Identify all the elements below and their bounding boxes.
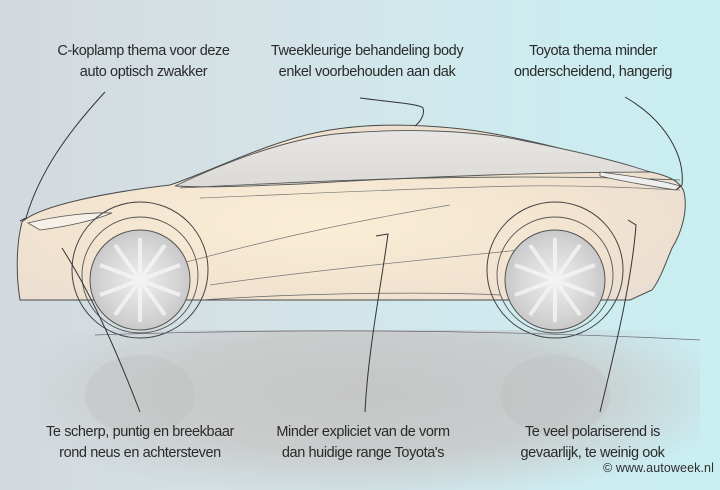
front-wheel bbox=[71, 201, 209, 339]
leader-top-middle bbox=[359, 97, 424, 127]
leader-top-right bbox=[624, 96, 683, 191]
annotation-sharp-nose: Te scherp, puntig en breekbaar rond neus… bbox=[40, 422, 240, 464]
car-shoulder-line bbox=[199, 185, 681, 199]
leader-bottom-middle bbox=[364, 233, 389, 413]
annotation-line: C-koplamp thema voor deze bbox=[57, 43, 230, 59]
leader-bottom-right bbox=[599, 219, 637, 413]
annotation-leader-lines bbox=[19, 91, 683, 413]
annotation-line: Te scherp, puntig en breekbaar bbox=[46, 424, 234, 440]
ground-line bbox=[94, 330, 701, 341]
annotation-line: Toyota thema minder bbox=[529, 43, 657, 59]
car-side-crease bbox=[174, 204, 451, 266]
leader-top-left bbox=[19, 91, 106, 222]
annotation-line: dan huidige range Toyota's bbox=[281, 445, 445, 461]
rear-wheel bbox=[486, 201, 624, 339]
annotation-line: enkel voorbehouden aan dak bbox=[278, 64, 456, 80]
watermark: © www.autoweek.nl bbox=[603, 461, 714, 475]
leader-bottom-left bbox=[61, 247, 141, 413]
car-roof-glass bbox=[174, 130, 651, 188]
annotation-line: gevaarlijk, te weinig ook bbox=[520, 445, 665, 461]
headlamp bbox=[26, 212, 113, 231]
annotation-line: onderscheidend, hangerig bbox=[513, 64, 673, 80]
annotation-headlamp-theme: C-koplamp thema voor deze auto optisch z… bbox=[56, 41, 231, 83]
annotation-line: Te veel polariserend is bbox=[524, 424, 661, 440]
annotation-line: Tweekleurige behandeling body bbox=[270, 43, 464, 59]
car-lower-crease bbox=[209, 249, 521, 286]
annotation-form-explicitness: Minder expliciet van de vorm dan huidige… bbox=[268, 422, 458, 464]
car-belt-line bbox=[179, 176, 681, 189]
annotation-two-tone-body: Tweekleurige behandeling body enkel voor… bbox=[262, 41, 472, 83]
annotated-car-sketch: C-koplamp thema voor deze auto optisch z… bbox=[16, 41, 714, 490]
car-rocker bbox=[199, 292, 501, 301]
annotation-polarising: Te veel polariserend is gevaarlijk, te w… bbox=[510, 422, 675, 464]
annotation-line: Minder expliciet van de vorm bbox=[276, 424, 450, 440]
annotation-line: auto optisch zwakker bbox=[79, 64, 208, 80]
reflection-wheels bbox=[85, 355, 610, 435]
annotation-line: rond neus en achtersteven bbox=[59, 445, 221, 461]
annotation-toyota-theme: Toyota thema minder onderscheidend, hang… bbox=[508, 41, 678, 83]
car-sketch-illustration bbox=[16, 91, 701, 435]
